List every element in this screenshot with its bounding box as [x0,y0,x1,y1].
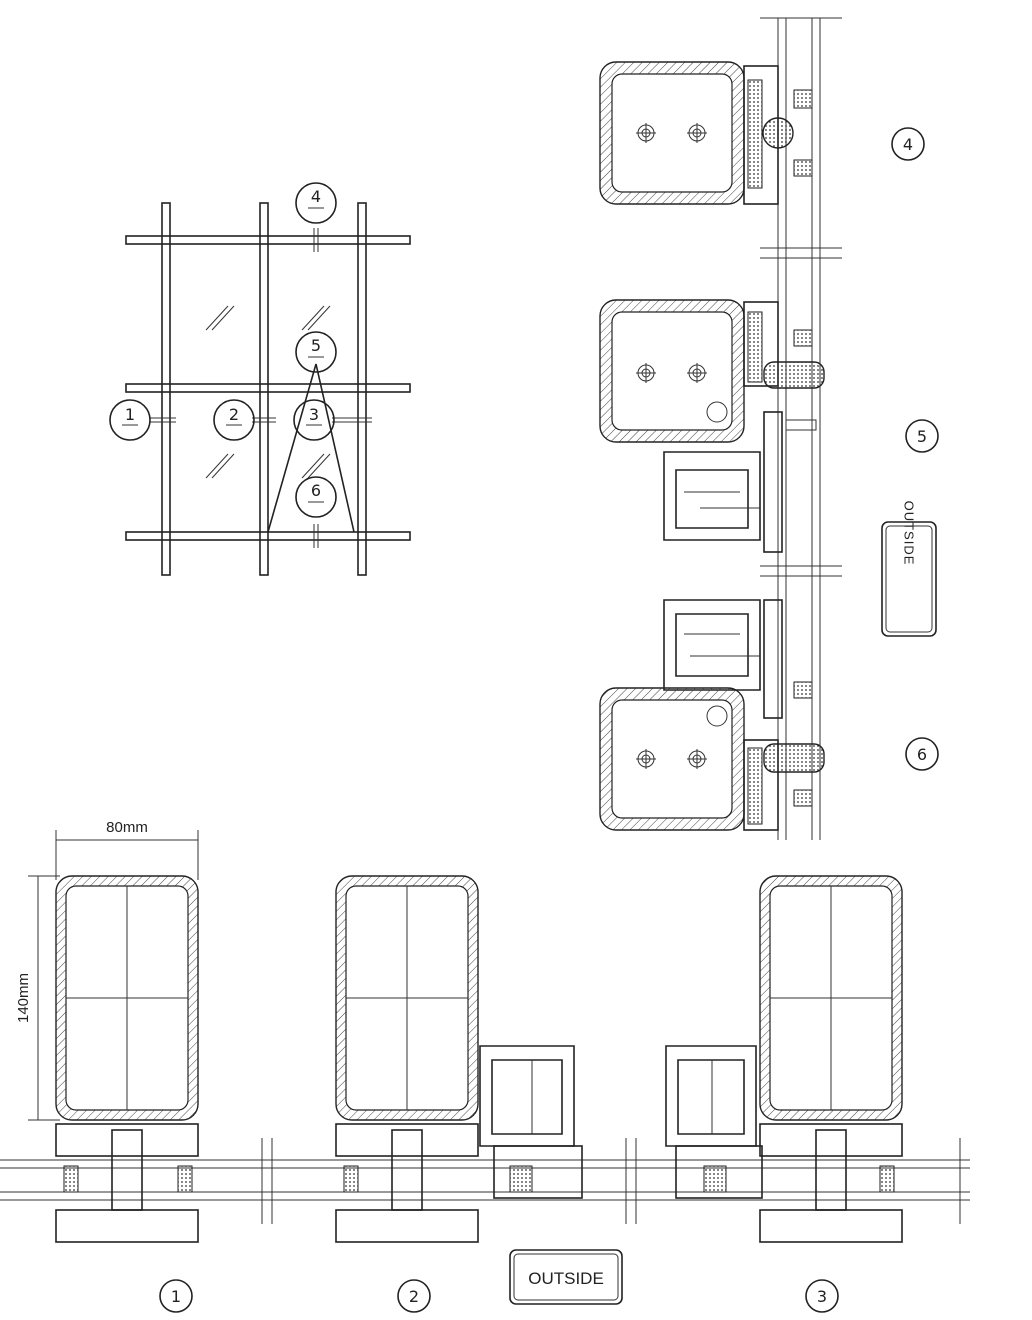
section-2-mullion [335,875,583,1243]
outside-label-vertical: OUTSIDE [881,501,937,637]
detail-label-1: 1 [171,1287,181,1306]
grid-label-2: 2 [229,405,239,424]
section-3-mullion [665,875,903,1243]
vertical-sections: 4 5 6 OUTSIDE [599,17,939,840]
grid-callout-1: 1 [109,399,151,441]
elevation-grid: 1 2 3 4 5 6 [109,182,411,576]
grid-callout-6: 6 [295,476,337,518]
detail-label-3: 3 [817,1287,827,1306]
grid-label-4: 4 [311,187,321,206]
section-1-mullion [55,875,199,1243]
grid-label-5: 5 [311,336,321,355]
grid-callout-3: 3 [293,399,335,441]
grid-callout-5: 5 [295,331,337,373]
section-ticks [150,228,372,548]
grid-label-6: 6 [311,481,321,500]
detail-label-5: 5 [917,427,927,446]
glass-marks [205,305,331,479]
bolt-icon [636,749,656,769]
dimension-height: 140mm [15,875,60,1121]
grid-label-1: 1 [125,405,135,424]
outside-vertical-text: OUTSIDE [902,501,917,566]
detail-callout-5: 5 [905,419,939,453]
width-dimension-label: 80mm [106,819,148,836]
grid-label-3: 3 [309,405,319,424]
bolt-icon [687,749,707,769]
detail-callout-1: 1 [159,1279,193,1313]
mullion-middle [259,202,269,576]
detail-callout-6: 6 [905,737,939,771]
detail-label-6: 6 [917,745,927,764]
outside-horizontal-text: OUTSIDE [528,1269,604,1288]
section-5-transom [599,299,825,553]
mullion-left [161,202,171,576]
dimension-width: 80mm [55,819,199,880]
bolt-icon [687,363,707,383]
detail-callout-3: 3 [805,1279,839,1313]
grid-callout-4: 4 [295,182,337,224]
mullion-right [357,202,367,576]
detail-callout-2: 2 [397,1279,431,1313]
section-4-transom [599,61,813,205]
detail-label-2: 2 [409,1287,419,1306]
glass-lines-horizontal [0,1138,970,1224]
section-6-transom [599,599,825,831]
grid-callout-2: 2 [213,399,255,441]
bolt-icon [687,123,707,143]
bolt-icon [636,363,656,383]
detail-label-4: 4 [903,135,913,154]
bolt-icon [636,123,656,143]
outside-label-horizontal: OUTSIDE [509,1249,623,1305]
horizontal-sections: 80mm 140mm [0,819,970,1313]
glass-lines-vertical [760,17,842,840]
detail-callout-4: 4 [891,127,925,161]
callout-triangle [267,363,355,533]
height-dimension-label: 140mm [15,973,32,1023]
